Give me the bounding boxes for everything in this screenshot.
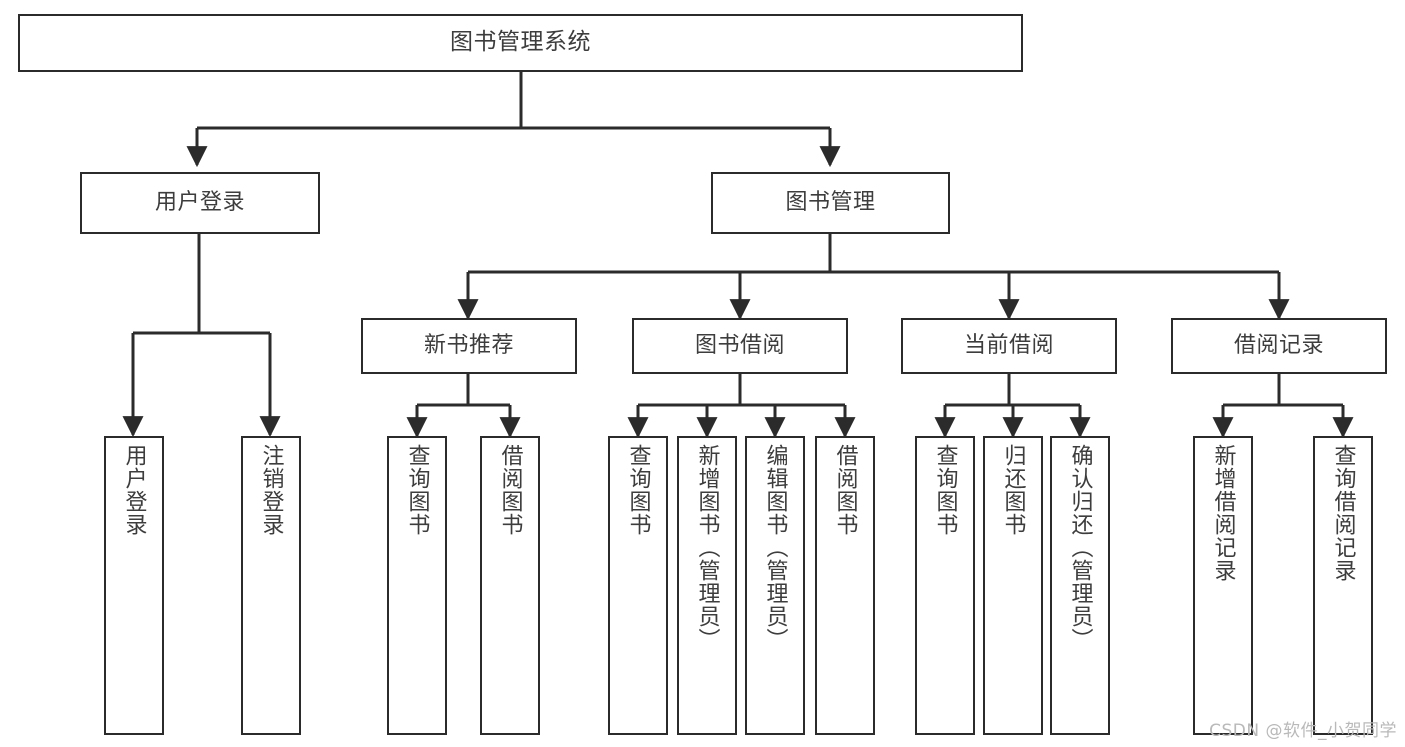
- node-leaf-user-login[interactable]: 用户登录: [104, 436, 164, 735]
- node-leaf-query-book-1-label: 查询图书: [404, 444, 430, 536]
- node-leaf-add-book-label: 新增图书（管理员）: [694, 444, 720, 651]
- node-leaf-query-record-label: 查询借阅记录: [1330, 444, 1356, 582]
- node-user-login[interactable]: 用户登录: [80, 172, 320, 234]
- node-book-management[interactable]: 图书管理: [711, 172, 950, 234]
- node-current-borrow[interactable]: 当前借阅: [901, 318, 1117, 374]
- node-leaf-query-record[interactable]: 查询借阅记录: [1313, 436, 1373, 735]
- node-leaf-logout-login-label: 注销登录: [258, 444, 284, 536]
- node-leaf-add-book[interactable]: 新增图书（管理员）: [677, 436, 737, 735]
- watermark-text: CSDN @软件_小贺同学: [1209, 721, 1397, 741]
- node-leaf-add-record[interactable]: 新增借阅记录: [1193, 436, 1253, 735]
- node-leaf-borrow-book-1-label: 借阅图书: [497, 444, 523, 536]
- node-book-borrow-label: 图书借阅: [694, 333, 785, 359]
- node-leaf-query-book-3-label: 查询图书: [932, 444, 958, 536]
- node-leaf-edit-book[interactable]: 编辑图书（管理员）: [745, 436, 805, 735]
- node-root[interactable]: 图书管理系统: [18, 14, 1023, 72]
- node-new-book-recommend-label: 新书推荐: [423, 333, 514, 359]
- node-leaf-confirm-return-label: 确认归还（管理员）: [1067, 444, 1093, 651]
- node-root-label: 图书管理系统: [450, 29, 591, 56]
- node-leaf-borrow-book-1[interactable]: 借阅图书: [480, 436, 540, 735]
- node-borrow-record[interactable]: 借阅记录: [1171, 318, 1387, 374]
- node-leaf-query-book-2-label: 查询图书: [625, 444, 651, 536]
- node-leaf-user-login-label: 用户登录: [121, 444, 147, 536]
- node-leaf-edit-book-label: 编辑图书（管理员）: [762, 444, 788, 651]
- node-user-login-label: 用户登录: [154, 190, 245, 216]
- node-leaf-query-book-2[interactable]: 查询图书: [608, 436, 668, 735]
- node-leaf-return-book[interactable]: 归还图书: [983, 436, 1043, 735]
- node-borrow-record-label: 借阅记录: [1233, 333, 1324, 359]
- node-leaf-query-book-3[interactable]: 查询图书: [915, 436, 975, 735]
- node-book-borrow[interactable]: 图书借阅: [632, 318, 848, 374]
- node-new-book-recommend[interactable]: 新书推荐: [361, 318, 577, 374]
- node-leaf-logout-login[interactable]: 注销登录: [241, 436, 301, 735]
- node-current-borrow-label: 当前借阅: [963, 333, 1054, 359]
- node-leaf-return-book-label: 归还图书: [1000, 444, 1026, 536]
- node-book-management-label: 图书管理: [785, 190, 876, 216]
- node-leaf-borrow-book-2[interactable]: 借阅图书: [815, 436, 875, 735]
- node-leaf-add-record-label: 新增借阅记录: [1210, 444, 1236, 582]
- node-leaf-query-book-1[interactable]: 查询图书: [387, 436, 447, 735]
- node-leaf-borrow-book-2-label: 借阅图书: [832, 444, 858, 536]
- node-leaf-confirm-return[interactable]: 确认归还（管理员）: [1050, 436, 1110, 735]
